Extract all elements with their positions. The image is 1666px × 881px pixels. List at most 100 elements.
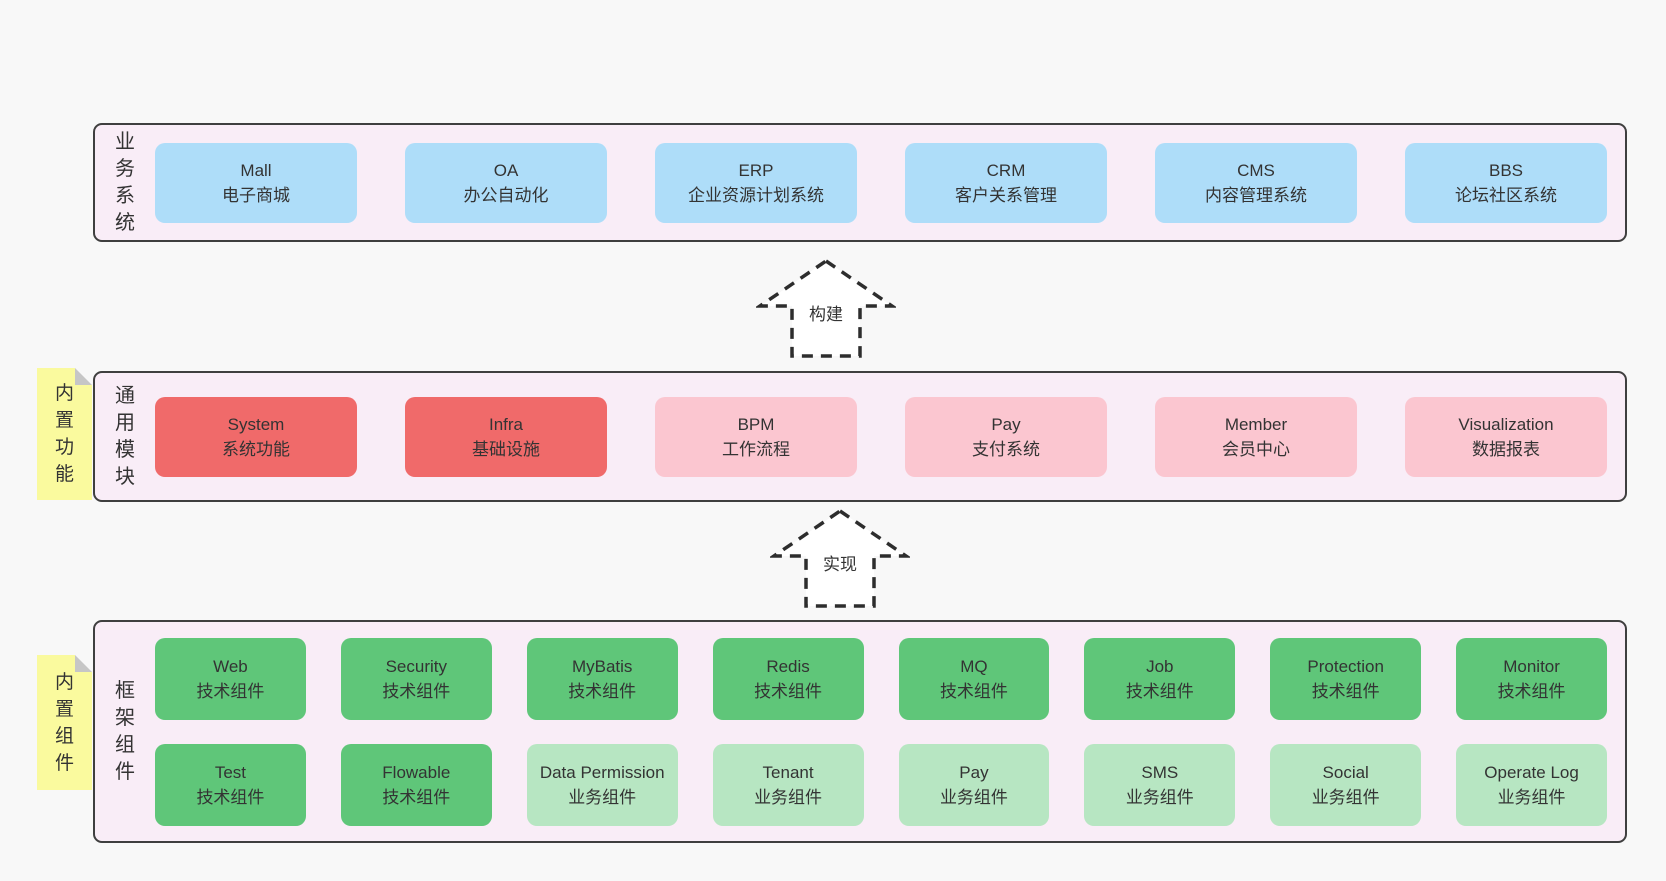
box-title: Mall [240,160,272,180]
box-subtitle: 系统功能 [222,439,290,459]
box-title: Web [213,656,248,676]
box-title: Tenant [762,762,814,782]
modules-layer-label: 通用模块 [115,384,135,488]
box-title: MQ [960,656,988,676]
box-subtitle: 会员中心 [1222,439,1290,459]
box-infra: Infra 基础设施 [405,396,607,477]
box-system: System 系统功能 [155,396,357,477]
box-subtitle: 业务组件 [754,787,823,807]
box-oa: OA 办公自动化 [405,142,607,223]
box-data-permission: Data Permission 业务组件 [526,743,678,826]
box-flowable: Flowable 技术组件 [340,743,492,826]
box-mq: MQ 技术组件 [898,637,1050,720]
box-subtitle: 技术组件 [754,681,823,701]
framework-layer-label: 框架组件 [115,679,135,783]
framework-components-layer: 框架组件 Web 技术组件 Security 技术组件 MyBatis 技术组件… [93,620,1627,843]
box-title: Visualization [1458,414,1554,434]
box-web: Web 技术组件 [155,637,306,720]
box-subtitle: 支付系统 [972,439,1040,459]
box-title: ERP [738,160,774,180]
box-subtitle: 技术组件 [939,681,1008,701]
box-subtitle: 技术组件 [196,681,265,701]
box-title: BPM [737,414,775,434]
box-subtitle: 业务组件 [1125,787,1194,807]
box-subtitle: 技术组件 [196,787,265,807]
modules-layer-label-area: 通用模块 [95,373,155,500]
box-subtitle: 技术组件 [1125,681,1194,701]
framework-row-1: Web 技术组件 Security 技术组件 MyBatis 技术组件 Redi… [155,637,1607,720]
sticky-built-in-features: 内置功能 [37,368,92,500]
box-redis: Redis 技术组件 [712,637,864,720]
box-operate-log: Operate Log 业务组件 [1456,743,1607,826]
up-arrow-icon [756,258,896,358]
box-subtitle: 基础设施 [472,439,540,459]
implement-arrow-label: 实现 [823,555,857,574]
box-crm: CRM 客户关系管理 [905,142,1107,223]
common-modules-layer: 通用模块 System 系统功能 Infra 基础设施 BPM 工作流程 Pay… [93,371,1627,502]
box-erp: ERP 企业资源计划系统 [655,142,857,223]
box-title: Redis [766,656,810,676]
box-test: Test 技术组件 [155,743,306,826]
box-mybatis: MyBatis 技术组件 [526,637,678,720]
box-subtitle: 论坛社区系统 [1455,185,1557,205]
box-sms: SMS 业务组件 [1084,743,1236,826]
box-subtitle: 业务组件 [1311,787,1380,807]
box-subtitle: 内容管理系统 [1205,185,1307,205]
box-subtitle: 技术组件 [1311,681,1380,701]
business-layer-label-area: 业务系统 [95,125,155,240]
box-title: Job [1146,656,1174,676]
box-pay-system: Pay 支付系统 [905,396,1107,477]
box-bbs: BBS 论坛社区系统 [1405,142,1607,223]
box-tenant: Tenant 业务组件 [712,743,864,826]
box-protection: Protection 技术组件 [1270,637,1422,720]
box-subtitle: 技术组件 [1497,681,1566,701]
box-subtitle: 企业资源计划系统 [688,185,824,205]
up-arrow-icon [770,508,910,608]
box-title: Member [1224,414,1288,434]
modules-layer-boxes: System 系统功能 Infra 基础设施 BPM 工作流程 Pay 支付系统… [155,373,1625,500]
box-title: Protection [1307,656,1384,676]
box-job: Job 技术组件 [1084,637,1236,720]
box-subtitle: 业务组件 [568,787,637,807]
sticky-label: 内置功能 [54,383,74,485]
box-subtitle: 业务组件 [1497,787,1566,807]
box-subtitle: 业务组件 [939,787,1008,807]
framework-layer-boxes: Web 技术组件 Security 技术组件 MyBatis 技术组件 Redi… [155,622,1625,841]
sticky-built-in-components: 内置组件 [37,655,92,790]
framework-layer-label-area: 框架组件 [95,622,155,841]
box-subtitle: 办公自动化 [463,185,549,205]
box-title: BBS [1488,160,1524,180]
box-subtitle: 数据报表 [1472,439,1540,459]
box-title: Pay [959,762,989,782]
box-social: Social 业务组件 [1270,743,1422,826]
box-title: Flowable [382,762,451,782]
box-title: Test [214,762,247,782]
box-title: Data Permission [539,762,665,782]
sticky-label: 内置组件 [54,671,74,774]
implement-arrow: 实现 [770,508,910,610]
box-subtitle: 工作流程 [722,439,790,459]
box-security: Security 技术组件 [340,637,492,720]
box-title: System [227,414,285,434]
box-visualization: Visualization 数据报表 [1405,396,1607,477]
box-title: Infra [488,414,524,434]
box-title: Security [385,656,448,676]
build-arrow: 构建 [756,258,896,360]
box-monitor: Monitor 技术组件 [1456,637,1607,720]
box-title: Social [1322,762,1369,782]
box-title: Pay [991,414,1021,434]
box-title: SMS [1141,762,1179,782]
box-pay-component: Pay 业务组件 [898,743,1050,826]
box-title: OA [493,160,519,180]
build-arrow-label: 构建 [809,305,843,324]
box-mall: Mall 电子商城 [155,142,357,223]
framework-row-2: Test 技术组件 Flowable 技术组件 Data Permission … [155,743,1607,826]
box-title: CMS [1237,160,1275,180]
box-member: Member 会员中心 [1155,396,1357,477]
box-title: Operate Log [1484,762,1579,782]
box-subtitle: 技术组件 [382,787,451,807]
box-bpm: BPM 工作流程 [655,396,857,477]
box-subtitle: 客户关系管理 [955,185,1057,205]
box-title: MyBatis [571,656,633,676]
box-cms: CMS 内容管理系统 [1155,142,1357,223]
